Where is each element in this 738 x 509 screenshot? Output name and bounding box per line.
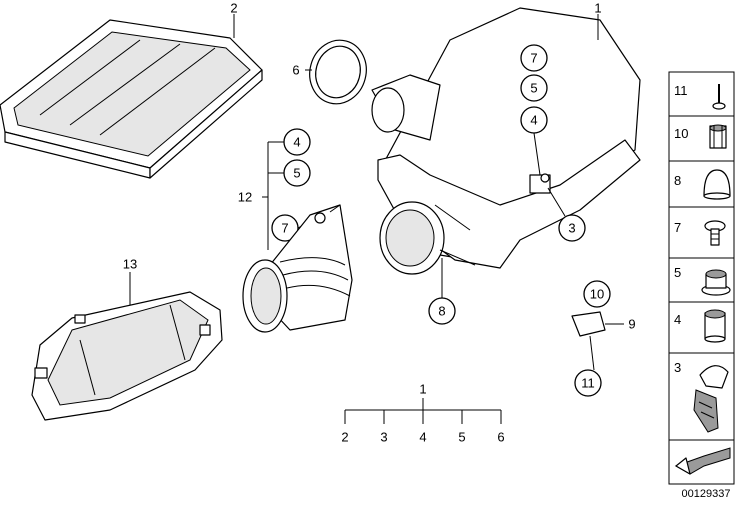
callout-circle-5-mid: [283, 159, 311, 187]
set-tree-child-2: 3: [380, 430, 387, 445]
callout-4-top: 4: [530, 113, 537, 128]
callout-7-top: 7: [530, 51, 537, 66]
callout-5-top: 5: [530, 81, 537, 96]
screw-pin-icon: [712, 84, 726, 110]
set-tree: [344, 398, 502, 424]
sidebar-label-3: 3: [674, 360, 681, 375]
set-tree-root: 1: [419, 382, 426, 397]
intake-snorkel: [31, 272, 223, 421]
sidebar-label-4: 4: [674, 312, 681, 327]
hex-nut-icon: [709, 124, 727, 149]
callout-4-mid: 4: [293, 135, 300, 150]
bolt-icon: [704, 220, 726, 246]
air-filter-element: [0, 14, 263, 179]
callout-circle-11: [574, 369, 602, 397]
arrow-direction-icon: [674, 447, 731, 475]
callout-circle-7: [520, 44, 548, 72]
callout-1: 1: [594, 1, 601, 16]
grommet-icon: [701, 269, 731, 296]
callout-circle-8: [428, 297, 456, 325]
callout-circle-3: [558, 214, 586, 242]
set-tree-child-5: 6: [497, 430, 504, 445]
intake-silencer-housing: [371, 7, 641, 275]
callout-10: 10: [590, 287, 604, 302]
bushing-icon: [704, 309, 726, 343]
reference-number: 00129337: [682, 488, 731, 500]
callout-circle-10: [583, 280, 611, 308]
callout-2: 2: [230, 1, 237, 16]
set-tree-child-1: 2: [341, 430, 348, 445]
parts-sidebar: [668, 71, 735, 485]
sidebar-label-8: 8: [674, 173, 681, 188]
callout-6: 6: [292, 63, 299, 78]
rubber-cap-icon: [703, 169, 731, 200]
callout-13: 13: [123, 257, 137, 272]
callout-5-mid: 5: [293, 166, 300, 181]
intake-duct-group: [262, 141, 284, 250]
clip-strap-icon: [693, 365, 729, 433]
callout-9: 9: [628, 317, 635, 332]
callout-3: 3: [568, 221, 575, 236]
callout-8: 8: [438, 304, 445, 319]
sidebar-label-5: 5: [674, 265, 681, 280]
intake-duct: [242, 204, 353, 333]
sealing-ring: [305, 39, 367, 105]
sidebar-label-7: 7: [674, 220, 681, 235]
callout-circle-5: [520, 74, 548, 102]
callout-7-mid: 7: [281, 221, 288, 236]
callout-12: 12: [238, 190, 252, 205]
callout-11: 11: [581, 376, 595, 391]
clamp-bracket: [571, 311, 624, 371]
sidebar-label-10: 10: [674, 126, 688, 141]
set-tree-child-4: 5: [458, 430, 465, 445]
set-tree-child-3: 4: [419, 430, 426, 445]
callout-circle-4-mid: [283, 128, 311, 156]
sidebar-label-11: 11: [674, 83, 688, 98]
